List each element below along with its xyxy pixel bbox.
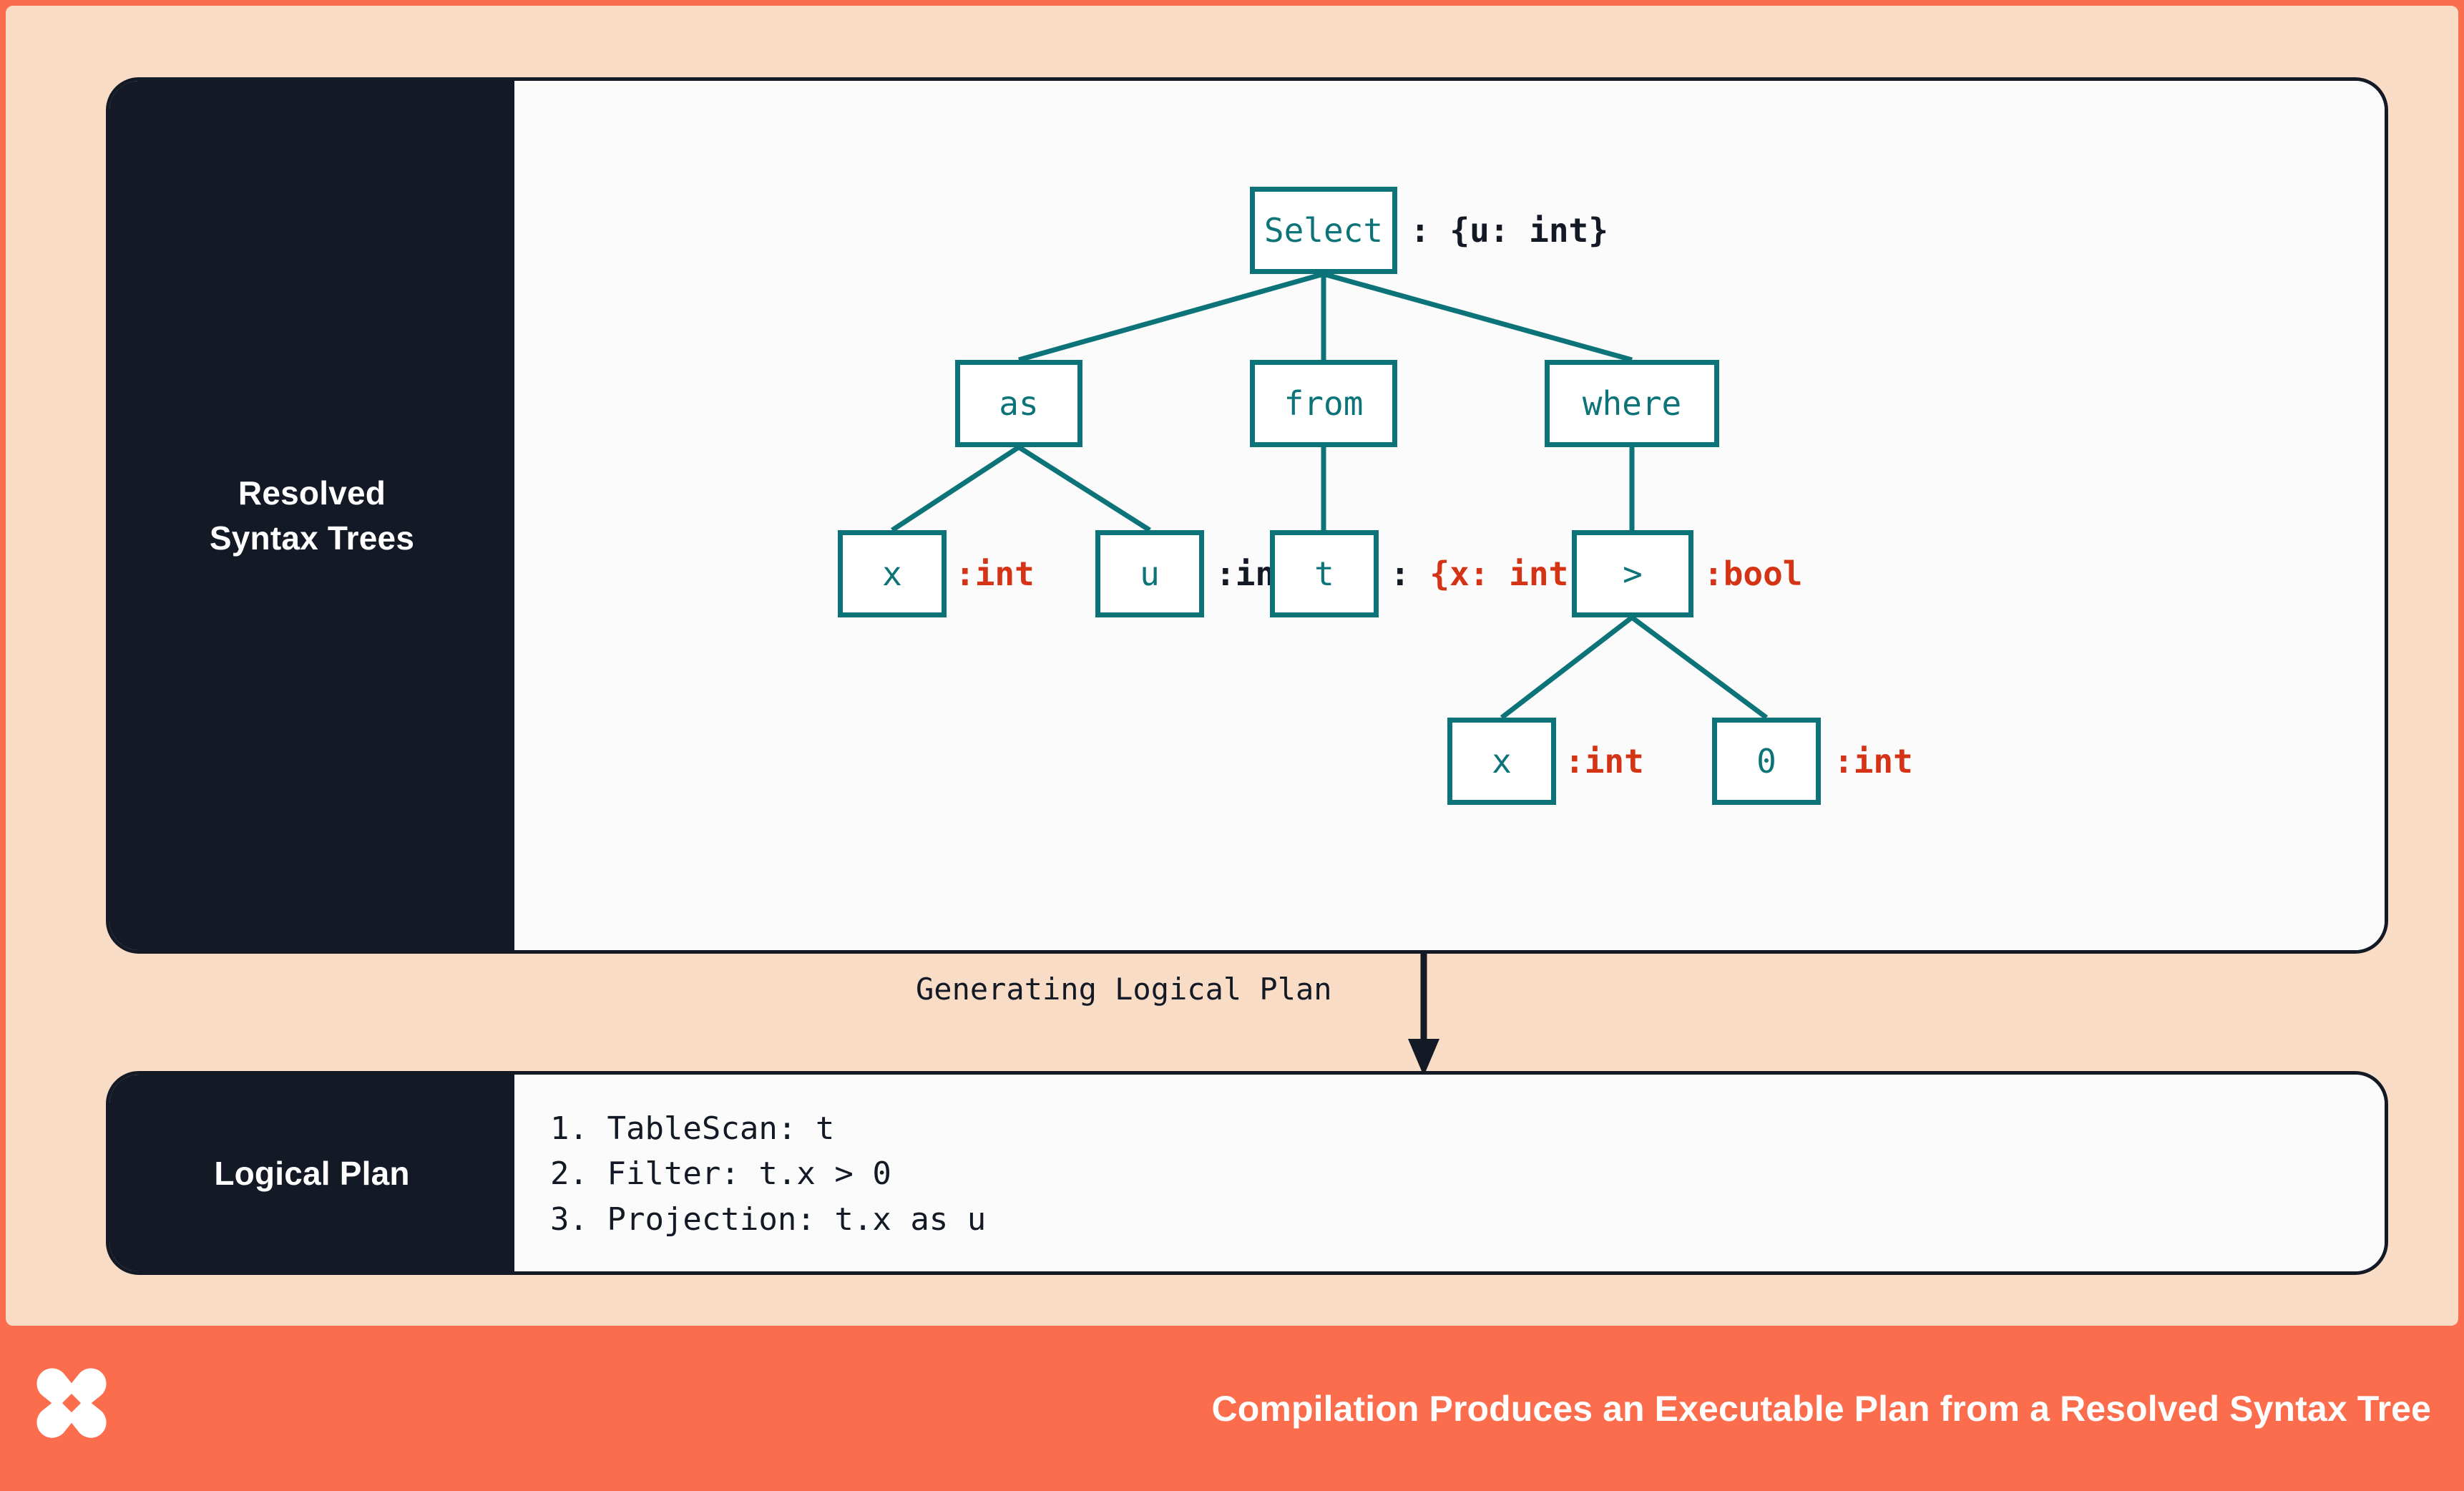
flow-arrow-icon	[1408, 952, 1439, 1076]
tree-edges	[891, 271, 1769, 720]
tree-node-as-x-annotation: :int	[955, 530, 1035, 617]
edge-select-where	[1323, 271, 1633, 363]
footer-caption: Compilation Produces an Executable Plan …	[1212, 1388, 2431, 1429]
list-item: 1. TableScan: t	[550, 1110, 835, 1147]
gt-annotation-text: :bool	[1703, 554, 1803, 593]
logical-plan-step-list: 1. TableScan: t 2. Filter: t.x > 0 3. Pr…	[550, 1106, 986, 1242]
tree-node-as-u-label: u	[1140, 554, 1160, 593]
brand-x-logo-icon	[36, 1368, 107, 1438]
edge-gt-x	[1500, 615, 1634, 720]
tree-node-gt-x[interactable]: x	[1447, 718, 1556, 805]
tree-node-select-label: Select	[1263, 211, 1384, 250]
tree-node-gt-zero-annotation: :int	[1834, 718, 1913, 805]
tree-node-from-t[interactable]: t	[1270, 530, 1379, 617]
tree-node-gt[interactable]: >	[1572, 530, 1693, 617]
tree-node-as-x-label: x	[882, 554, 902, 593]
tree-node-gt-annotation: :bool	[1703, 530, 1802, 617]
footer-bar: Compilation Produces an Executable Plan …	[0, 1326, 2464, 1491]
edge-select-as	[1018, 271, 1324, 363]
tree-node-select-annotation: : {u: int}	[1410, 187, 1608, 274]
list-item: 2. Filter: t.x > 0	[550, 1155, 891, 1193]
tree-node-where[interactable]: where	[1545, 360, 1719, 447]
logical-plan-sidebar-text: Logical Plan	[214, 1154, 410, 1192]
tree-node-gt-x-annotation: :int	[1565, 718, 1644, 805]
edge-as-x	[891, 445, 1020, 532]
tree-node-as-x[interactable]: x	[838, 530, 947, 617]
select-annotation-text: : {u: int}	[1410, 211, 1608, 250]
tree-node-where-label: where	[1582, 384, 1682, 423]
logical-plan-sidebar-label: Logical Plan	[109, 1075, 514, 1271]
tree-node-gt-x-label: x	[1492, 742, 1512, 781]
generating-logical-plan-label: Generating Logical Plan	[916, 972, 1332, 1007]
list-item: 3. Projection: t.x as u	[550, 1201, 987, 1238]
rst-sidebar-label: Resolved Syntax Trees	[109, 81, 514, 950]
generating-logical-plan-text: Generating Logical Plan	[916, 972, 1332, 1007]
tree-node-gt-label: >	[1623, 554, 1643, 593]
gt-x-annotation-text: :int	[1565, 742, 1644, 781]
tree-node-as[interactable]: as	[955, 360, 1082, 447]
tree-node-from-label: from	[1284, 384, 1364, 423]
tree-node-from[interactable]: from	[1250, 360, 1397, 447]
tree-node-from-t-label: t	[1314, 554, 1334, 593]
edge-gt-0	[1630, 615, 1769, 720]
logical-plan-body: 1. TableScan: t 2. Filter: t.x > 0 3. Pr…	[514, 1075, 2385, 1271]
as-x-annotation-text: :int	[955, 554, 1035, 593]
rst-card-body: Select : {u: int} as from where x	[514, 81, 2385, 950]
syntax-tree-canvas: Select : {u: int} as from where x	[514, 81, 2385, 950]
tree-node-select[interactable]: Select	[1250, 187, 1397, 274]
logical-plan-card: Logical Plan 1. TableScan: t 2. Filter: …	[106, 1071, 2388, 1275]
edge-as-u	[1017, 445, 1151, 532]
tree-node-as-u[interactable]: u	[1095, 530, 1204, 617]
footer-caption-text: Compilation Produces an Executable Plan …	[1211, 1388, 2431, 1429]
resolved-syntax-trees-card: Resolved Syntax Trees	[106, 77, 2388, 954]
rst-sidebar-label-line2: Syntax Trees	[209, 519, 415, 557]
gt-zero-annotation-text: :int	[1834, 742, 1913, 781]
tree-node-gt-zero[interactable]: 0	[1712, 718, 1821, 805]
rst-sidebar-label-line1: Resolved	[238, 474, 386, 512]
tree-node-gt-zero-label: 0	[1756, 742, 1776, 781]
from-t-annotation-colon: :	[1390, 554, 1410, 593]
tree-node-as-label: as	[999, 384, 1039, 423]
